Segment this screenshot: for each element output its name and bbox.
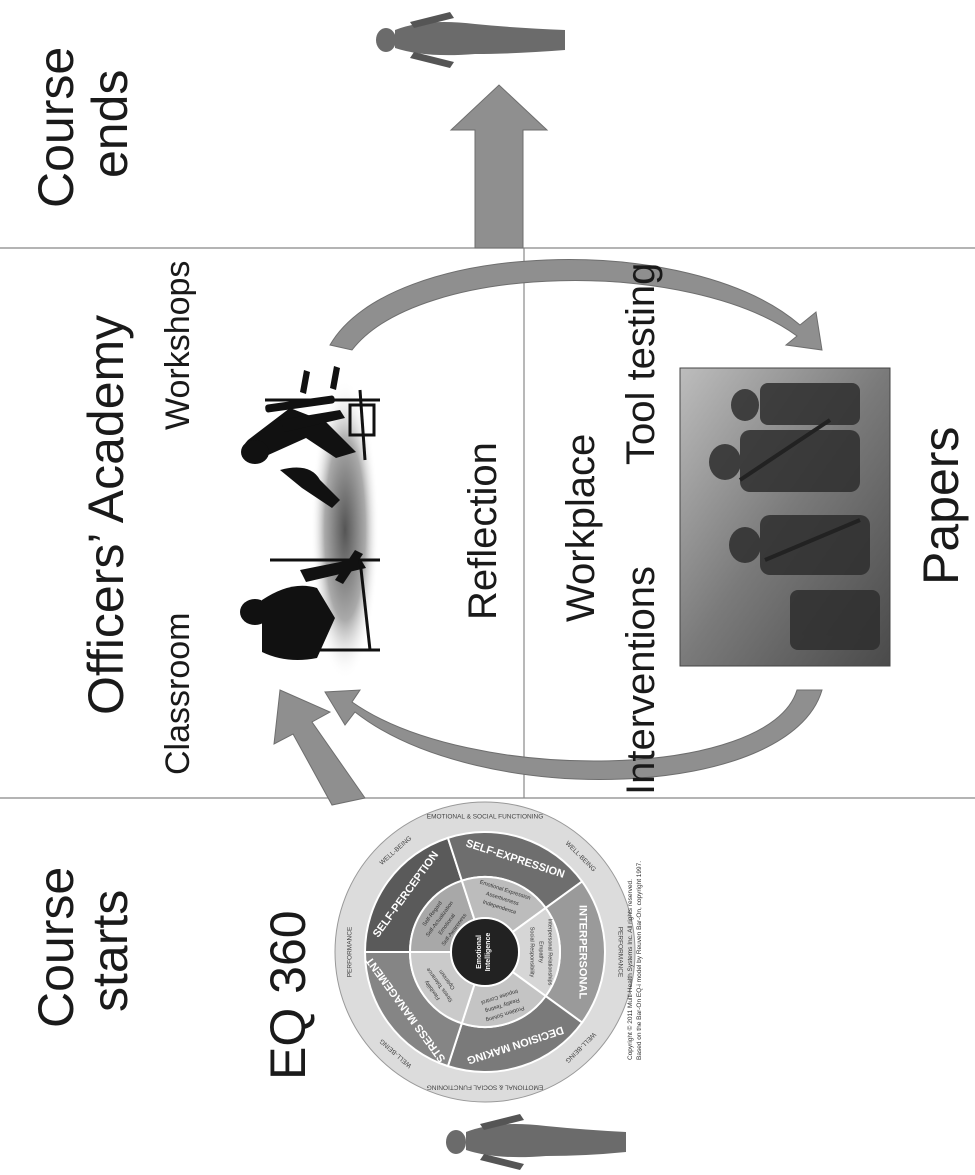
- course-starts-label-line2: starts: [82, 889, 138, 1012]
- soldier-icon-top: [376, 12, 565, 68]
- course-starts-label-line1: Course: [28, 866, 84, 1028]
- eq-ring-label: EMOTIONAL & SOCIAL FUNCTIONING: [427, 1083, 544, 1090]
- cycle-arrow-top: [329, 259, 823, 351]
- eq-copyright-line1: Copyright © 2011 Multi-Health Systems In…: [626, 879, 634, 1060]
- reflection-floor-shadow: [311, 380, 379, 680]
- eq-segment-item: Social Responsibility: [529, 927, 535, 978]
- eq-ring-label: EMOTIONAL & SOCIAL FUNCTIONING: [427, 814, 544, 821]
- eq-segment-label: INTERPERSONAL: [577, 905, 589, 999]
- eq-ring-label: PERFORMANCE: [347, 926, 354, 977]
- papers-label: Papers: [913, 426, 969, 585]
- eq-segment-item: Interpersonal Relationships: [547, 919, 553, 986]
- eq-360-wheel: SELF-PERCEPTIONSelf-RegardSelf-Actualiza…: [334, 801, 636, 1103]
- soldiers-photo: [679, 367, 891, 667]
- eq-center-label: Intelligence: [485, 933, 492, 972]
- eq-ring-label: PERFORMANCE: [616, 927, 623, 978]
- course-ends-label-line1: Course: [28, 46, 84, 208]
- soldier-icon-bottom: [446, 1114, 626, 1170]
- eq360-label: EQ 360: [260, 910, 316, 1080]
- interventions-label: Interventions: [619, 565, 663, 795]
- eq-center-label: Emotional: [476, 935, 483, 969]
- arrow-course-ends: [449, 84, 549, 249]
- eq-copyright-line2: Based on the Bar-On EQ-i model by Reuven…: [636, 861, 643, 1060]
- officers-academy-title: Officers’ Academy: [78, 314, 134, 715]
- workplace-label: Workplace: [559, 433, 603, 622]
- seated-figure-icon: [241, 366, 380, 508]
- eq-copyright: Copyright © 2011 Multi-Health Systems In…: [626, 861, 643, 1060]
- course-ends-label-line2: ends: [82, 69, 138, 178]
- reflection-label: Reflection: [461, 442, 505, 620]
- eq-segment-item: Empathy: [538, 941, 544, 963]
- cycle-arrow-bottom: [324, 689, 823, 780]
- eq-center: [450, 917, 520, 987]
- arrow-course-starts: [273, 689, 366, 806]
- tool-testing-label: Tool testing: [619, 262, 663, 465]
- classroom-label: Classroom: [159, 612, 197, 775]
- seated-figure-icon: [240, 550, 380, 660]
- workshops-label: Workshops: [159, 260, 197, 430]
